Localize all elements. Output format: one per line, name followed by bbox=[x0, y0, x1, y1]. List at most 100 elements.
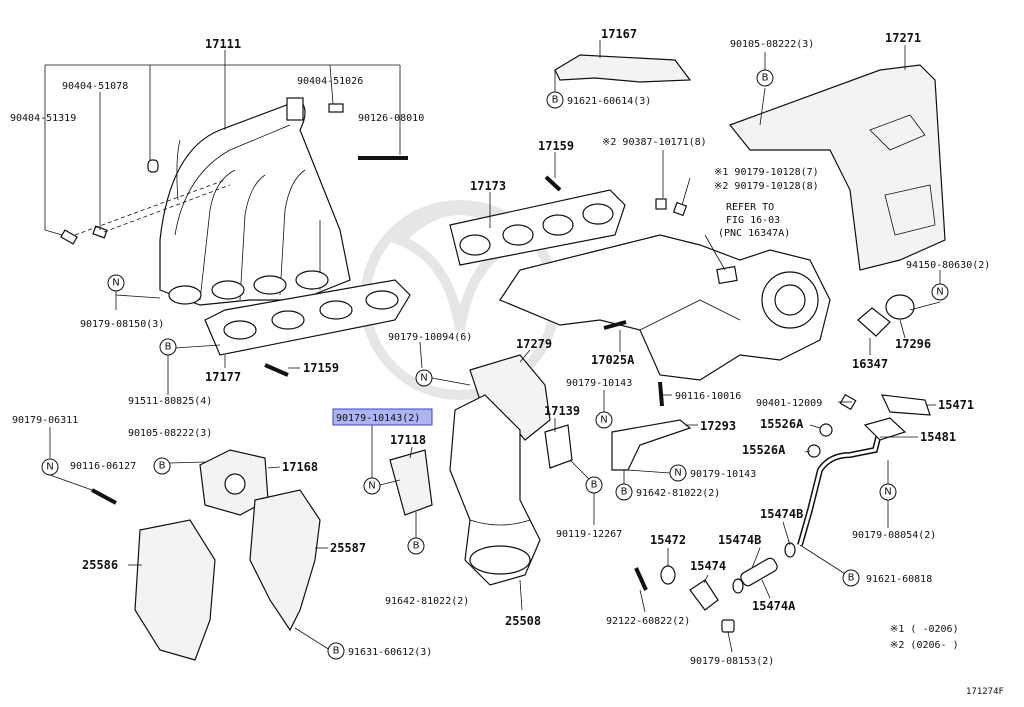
label-17173[interactable]: 17173 bbox=[470, 179, 506, 193]
bolt-90116-10016[interactable] bbox=[658, 381, 664, 407]
heat-insulator-25587[interactable] bbox=[249, 489, 321, 632]
label-90387-10171[interactable]: ※2 90387-10171(8) bbox=[602, 137, 707, 148]
intake-manifold-17111[interactable] bbox=[159, 97, 351, 306]
label-90119-12267[interactable]: 90119-12267 bbox=[556, 529, 622, 540]
label-90179-08150[interactable]: 90179-08150(3) bbox=[80, 319, 164, 330]
refer-note-line2[interactable]: FIG 16-03 bbox=[726, 215, 780, 226]
label-90126-08010[interactable]: 90126-08010 bbox=[358, 113, 424, 124]
oil-hose-15474A-15474B[interactable] bbox=[732, 542, 796, 594]
callout-n[interactable]: N bbox=[879, 483, 897, 501]
label-15474A[interactable]: 15474A bbox=[752, 599, 796, 613]
callout-b[interactable]: B bbox=[327, 642, 345, 660]
label-25587[interactable]: 25587 bbox=[330, 541, 366, 555]
callout-b[interactable]: B bbox=[756, 69, 774, 87]
gasket-17296[interactable] bbox=[885, 294, 915, 320]
label-25508[interactable]: 25508 bbox=[505, 614, 541, 628]
callout-n[interactable]: N bbox=[669, 464, 687, 482]
label-17139[interactable]: 17139 bbox=[544, 404, 580, 418]
nuts-90387-90179[interactable] bbox=[655, 198, 738, 285]
gasket-17177[interactable] bbox=[204, 279, 411, 356]
bracket-17118[interactable] bbox=[389, 449, 433, 516]
label-17025A[interactable]: 17025A bbox=[591, 353, 635, 367]
refer-note-line3[interactable]: (PNC 16347A) bbox=[718, 228, 790, 239]
label-90179-10128-1[interactable]: ※1 90179-10128(7) bbox=[714, 167, 819, 178]
exhaust-manifold[interactable] bbox=[499, 234, 831, 381]
label-17177[interactable]: 17177 bbox=[205, 370, 241, 384]
gasket-15472[interactable] bbox=[660, 565, 676, 585]
stud-17159-lower[interactable] bbox=[264, 363, 289, 377]
label-25586[interactable]: 25586 bbox=[82, 558, 118, 572]
label-90404-51026[interactable]: 90404-51026 bbox=[297, 76, 363, 87]
callout-b[interactable]: B bbox=[842, 569, 860, 587]
heat-insulator-17167[interactable] bbox=[554, 54, 692, 83]
label-90404-51078[interactable]: 90404-51078 bbox=[62, 81, 128, 92]
label-15526A-upper[interactable]: 15526A bbox=[760, 417, 804, 431]
callout-b[interactable]: B bbox=[615, 483, 633, 501]
label-17159-upper[interactable]: 17159 bbox=[538, 139, 574, 153]
heat-insulator-25586[interactable] bbox=[134, 519, 216, 661]
callout-b[interactable]: B bbox=[153, 457, 171, 475]
gasket-16347[interactable] bbox=[857, 307, 891, 337]
label-91621-60818[interactable]: 91621-60818 bbox=[866, 574, 932, 585]
gasket-15526A[interactable] bbox=[807, 423, 833, 458]
label-17159-lower[interactable]: 17159 bbox=[303, 361, 339, 375]
label-17118[interactable]: 17118 bbox=[390, 433, 426, 447]
label-91511-80825[interactable]: 91511-80825(4) bbox=[128, 396, 212, 407]
exhaust-gasket-17173[interactable] bbox=[449, 189, 626, 266]
label-15526A-lower[interactable]: 15526A bbox=[742, 443, 786, 457]
label-15472[interactable]: 15472 bbox=[650, 533, 686, 547]
label-15481[interactable]: 15481 bbox=[920, 430, 956, 444]
heat-insulator-17271[interactable] bbox=[729, 64, 946, 271]
label-90179-10143-mid[interactable]: 90179-10143 bbox=[566, 378, 632, 389]
label-17293[interactable]: 17293 bbox=[700, 419, 736, 433]
label-90179-10143-selected[interactable]: 90179-10143(2) bbox=[336, 413, 420, 424]
callout-b[interactable]: B bbox=[585, 476, 603, 494]
label-91642-81022-right[interactable]: 91642-81022(2) bbox=[636, 488, 720, 499]
callout-n[interactable]: N bbox=[363, 477, 381, 495]
label-90404-51319[interactable]: 90404-51319 bbox=[10, 113, 76, 124]
stud-92122-60822[interactable] bbox=[634, 567, 648, 591]
label-16347[interactable]: 16347 bbox=[852, 357, 888, 371]
stud-90116-06127[interactable] bbox=[91, 488, 117, 505]
label-17111[interactable]: 17111 bbox=[205, 37, 241, 51]
label-15474B-upper[interactable]: 15474B bbox=[760, 507, 803, 521]
oil-pipe-15474[interactable] bbox=[689, 579, 719, 611]
label-94150-80630[interactable]: 94150-80630(2) bbox=[906, 260, 990, 271]
callout-n[interactable]: N bbox=[595, 411, 613, 429]
label-17296[interactable]: 17296 bbox=[895, 337, 931, 351]
callout-n[interactable]: N bbox=[107, 274, 125, 292]
callout-b[interactable]: B bbox=[159, 338, 177, 356]
label-91621-60614[interactable]: 91621-60614(3) bbox=[567, 96, 651, 107]
label-90179-10143-right[interactable]: 90179-10143 bbox=[690, 469, 756, 480]
label-90116-06127[interactable]: 90116-06127 bbox=[70, 461, 136, 472]
label-90179-06311[interactable]: 90179-06311 bbox=[12, 415, 78, 426]
stud-17159-upper[interactable] bbox=[544, 175, 562, 192]
bracket-17293[interactable] bbox=[611, 419, 692, 471]
label-90116-10016[interactable]: 90116-10016 bbox=[675, 391, 741, 402]
callout-n[interactable]: N bbox=[41, 458, 59, 476]
label-17168[interactable]: 17168 bbox=[282, 460, 318, 474]
label-90179-10094[interactable]: 90179-10094(6) bbox=[388, 332, 472, 343]
label-17271[interactable]: 17271 bbox=[885, 31, 921, 45]
label-90401-12009[interactable]: 90401-12009 bbox=[756, 398, 822, 409]
label-17167[interactable]: 17167 bbox=[601, 27, 637, 41]
label-90179-10128-2[interactable]: ※2 90179-10128(8) bbox=[714, 181, 819, 192]
callout-n[interactable]: N bbox=[931, 283, 949, 301]
callout-b[interactable]: B bbox=[546, 91, 564, 109]
label-15474B-lower[interactable]: 15474B bbox=[718, 533, 761, 547]
label-91631-60612[interactable]: 91631-60612(3) bbox=[348, 647, 432, 658]
oil-pipe-15481[interactable] bbox=[797, 417, 907, 546]
gasket-15471[interactable] bbox=[880, 394, 931, 416]
label-90179-08054[interactable]: 90179-08054(2) bbox=[852, 530, 936, 541]
label-91642-81022-left[interactable]: 91642-81022(2) bbox=[385, 596, 469, 607]
label-90105-08222-top[interactable]: 90105-08222(3) bbox=[730, 39, 814, 50]
label-15474[interactable]: 15474 bbox=[690, 559, 726, 573]
stud-17025A[interactable] bbox=[603, 320, 627, 330]
label-92122-60822[interactable]: 92122-60822(2) bbox=[606, 616, 690, 627]
label-15471[interactable]: 15471 bbox=[938, 398, 974, 412]
label-90105-08222-left[interactable]: 90105-08222(3) bbox=[128, 428, 212, 439]
catalytic-converter-25508[interactable] bbox=[449, 394, 541, 586]
refer-note-line1[interactable]: REFER TO bbox=[726, 202, 774, 213]
bracket-17139[interactable] bbox=[544, 424, 573, 469]
callout-b[interactable]: B bbox=[407, 537, 425, 555]
